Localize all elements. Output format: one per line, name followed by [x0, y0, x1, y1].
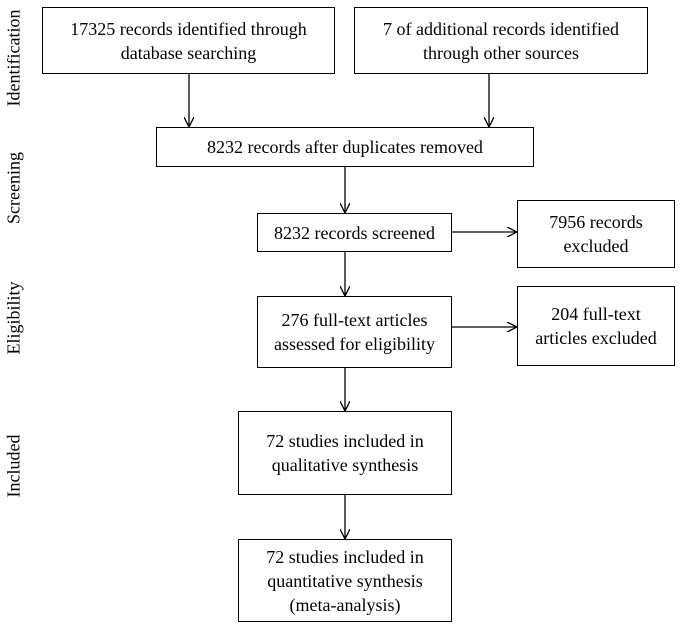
box-fulltext-assessed: 276 full-text articles assessed for eligi… — [257, 296, 452, 368]
box-after-duplicates: 8232 records after duplicates removed — [156, 127, 534, 167]
box-quantitative-synthesis: 72 studies included in quantitative synth… — [238, 539, 452, 622]
box-line: excluded — [563, 236, 629, 256]
box-line: 72 studies included in — [266, 546, 424, 567]
box-records-screened: 8232 records screened — [257, 213, 452, 252]
box-line: (meta-analysis) — [289, 594, 401, 615]
box-line: 17325 records identified through — [70, 18, 307, 39]
box-line: 7956 records — [549, 212, 643, 232]
box-fulltext-excluded: 204 full-text articles excluded — [517, 286, 675, 366]
box-line: 8232 records after duplicates removed — [207, 137, 483, 157]
box-line: 8232 records screened — [274, 222, 435, 243]
box-line: 7 of additional records identified — [383, 18, 619, 39]
box-qualitative-synthesis: 72 studies included in qualitative synthe… — [238, 411, 452, 495]
box-line: qualitative synthesis — [271, 455, 419, 475]
box-additional-records: 7 of additional records identified throug… — [354, 7, 648, 74]
box-line: quantitative synthesis — [267, 570, 423, 591]
box-database-records: 17325 records identified through database… — [42, 7, 335, 74]
box-line: through other sources — [423, 42, 579, 63]
box-line: 204 full-text — [551, 304, 641, 324]
box-line: assessed for eligibility — [274, 334, 435, 354]
box-line: 72 studies included in — [266, 431, 424, 451]
box-line: database searching — [120, 42, 257, 63]
box-records-excluded: 7956 records excluded — [517, 200, 675, 268]
box-line: 276 full-text articles — [281, 310, 428, 330]
box-line: articles excluded — [535, 328, 657, 348]
